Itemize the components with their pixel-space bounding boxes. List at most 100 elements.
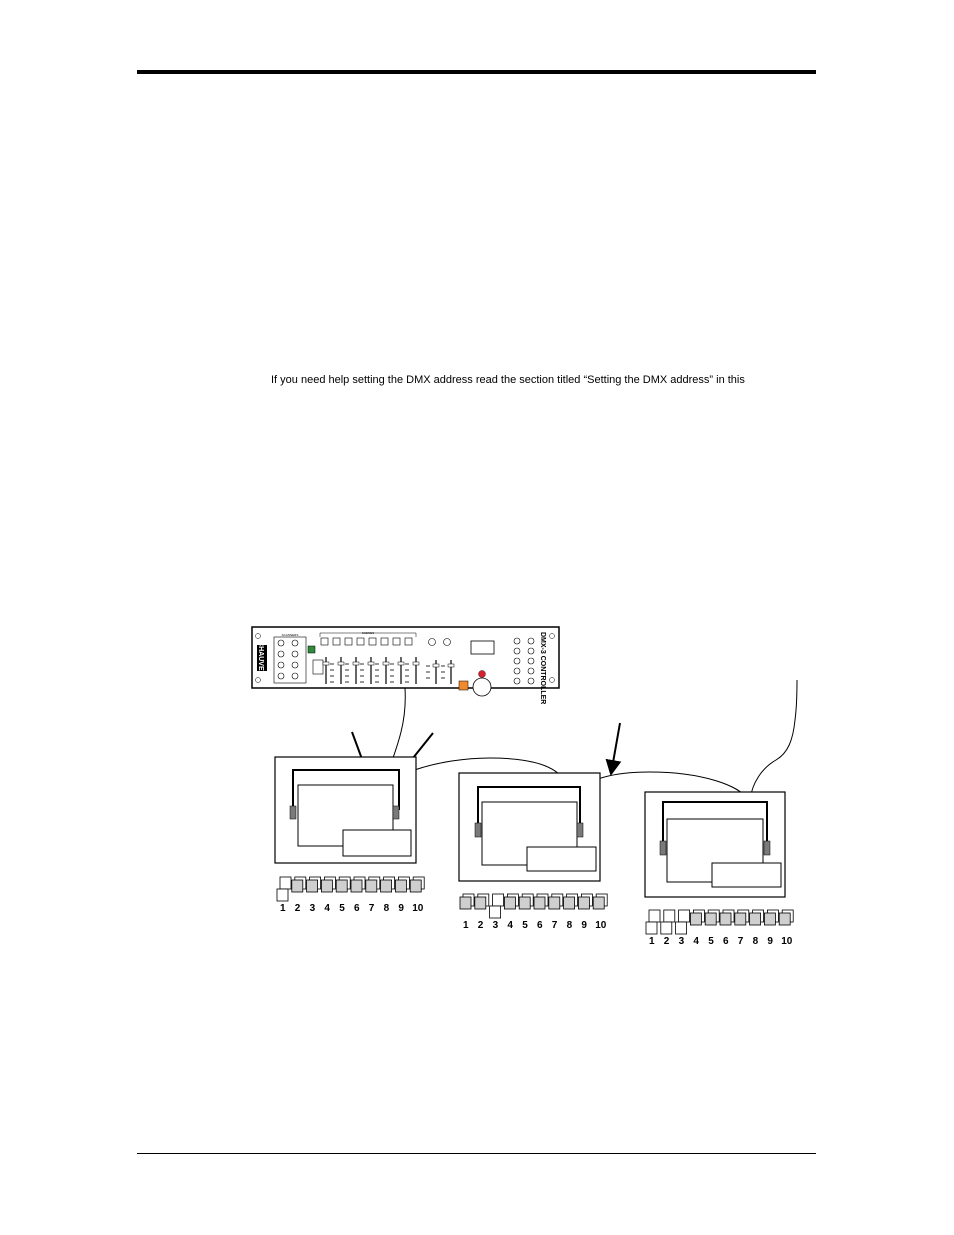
- dip-switch: [394, 879, 407, 893]
- dip-switch: [660, 921, 673, 935]
- dip-switch-number: 3: [310, 903, 316, 914]
- red-led: [478, 670, 486, 678]
- dip-switch: [276, 888, 289, 902]
- bottom-rule: [137, 1153, 816, 1154]
- dip-switch-housing: [492, 893, 505, 907]
- dip-switch-number: 8: [753, 936, 759, 947]
- dip-switch: [503, 896, 516, 910]
- dip-switch: [365, 879, 378, 893]
- dip-switch: [719, 912, 732, 926]
- dip-switch-number: 1: [463, 920, 469, 931]
- dip-switch: [489, 905, 502, 919]
- dip-switch-number: 2: [664, 936, 670, 947]
- connector-out: [392, 805, 400, 820]
- dip-switch-number: 6: [354, 903, 360, 914]
- dip-switch-number: 5: [708, 936, 714, 947]
- dip-switch-number: 8: [384, 903, 390, 914]
- dip-switch-number: 8: [567, 920, 573, 931]
- connector-out: [763, 840, 771, 856]
- dip-switch: [306, 879, 319, 893]
- svg-text:CHAUVET: CHAUVET: [257, 641, 264, 676]
- program-knob: [312, 659, 324, 675]
- scanners-label: SCANNERS: [282, 633, 299, 637]
- dip-switch: [734, 912, 747, 926]
- dip-switch-number: 4: [324, 903, 330, 914]
- dip-switch: [320, 879, 333, 893]
- dip-switch: [459, 896, 472, 910]
- fixture-2: [458, 772, 601, 882]
- dip-switch-housing: [648, 909, 661, 923]
- dip-switch-number: 6: [537, 920, 543, 931]
- green-button: [307, 645, 316, 654]
- dip-switch: [548, 896, 561, 910]
- dip-switch-number: 10: [781, 936, 793, 947]
- scanners-panel: [273, 636, 307, 684]
- dip-switch: [749, 912, 761, 926]
- dip-switch-number: 1: [649, 936, 655, 947]
- dip-switch-number: 5: [522, 920, 528, 931]
- dip-switch-number: 6: [723, 936, 729, 947]
- dip-switch-number: 3: [493, 920, 499, 931]
- dip-switch: [474, 896, 487, 910]
- fixture-1: [274, 756, 417, 864]
- dip-switch: [380, 879, 393, 893]
- auto-button: [428, 638, 436, 646]
- chauvet-logo: CHAUVET: [257, 641, 267, 676]
- dip-switch: [291, 879, 304, 893]
- dmx-help-text: If you need help setting the DMX address…: [271, 374, 745, 386]
- connector-in: [289, 805, 297, 820]
- dip-switch-number: 10: [412, 903, 424, 914]
- dip-switch: [518, 896, 531, 910]
- dip-switch: [778, 912, 791, 926]
- connector-out: [576, 822, 584, 838]
- orange-button: [458, 680, 469, 691]
- fixture-3: [644, 791, 786, 898]
- dip-switch: [690, 912, 702, 926]
- dip-switch: [592, 896, 605, 910]
- dip-switch: [563, 896, 575, 910]
- model-label: DMX-3 CONTROLLER: [539, 632, 546, 704]
- dmx-controller: CHAUVET SCANNERS SCENES: [251, 626, 560, 704]
- tap-button: [443, 638, 451, 646]
- dip-switch: [533, 896, 546, 910]
- dip-switch-number: 4: [693, 936, 699, 947]
- connector-in: [659, 840, 667, 856]
- scene-buttons: [320, 637, 413, 646]
- scanner-buttons: [277, 639, 299, 680]
- dip-switch-number: 7: [738, 936, 744, 947]
- dip-switch: [350, 879, 363, 893]
- dip-switch: [578, 896, 590, 910]
- dip-switch-number: 7: [369, 903, 375, 914]
- dip-switch-number: 2: [295, 903, 301, 914]
- dip-switch: [335, 879, 348, 893]
- top-rule: [137, 70, 816, 74]
- dip-switch-number: 9: [767, 936, 773, 947]
- dip-switch-number: 2: [478, 920, 484, 931]
- channel-faders: [322, 657, 455, 684]
- dip-switch-number: 5: [339, 903, 345, 914]
- dip-switch: [675, 921, 687, 935]
- jog-wheel: [472, 677, 492, 697]
- dip-switch-housing: [279, 876, 292, 890]
- dip-switch-number: 1: [280, 903, 286, 914]
- dip-switch-housing: [678, 909, 690, 923]
- dip-switch-number: 3: [679, 936, 685, 947]
- led-display: [470, 640, 495, 655]
- dip-switch: [409, 879, 422, 893]
- dip-switch-number: 9: [581, 920, 587, 931]
- function-buttons: [513, 637, 535, 685]
- dip-switch: [645, 921, 658, 935]
- dip-switch: [764, 912, 776, 926]
- fader-scales: [330, 663, 445, 683]
- dip-switch-number: 7: [552, 920, 558, 931]
- dip-switch-number: 4: [507, 920, 513, 931]
- connector-in: [474, 822, 482, 838]
- dip-switch-number: 10: [595, 920, 607, 931]
- dip-switch: [704, 912, 717, 926]
- dip-switch-housing: [663, 909, 676, 923]
- dip-switch-number: 9: [398, 903, 404, 914]
